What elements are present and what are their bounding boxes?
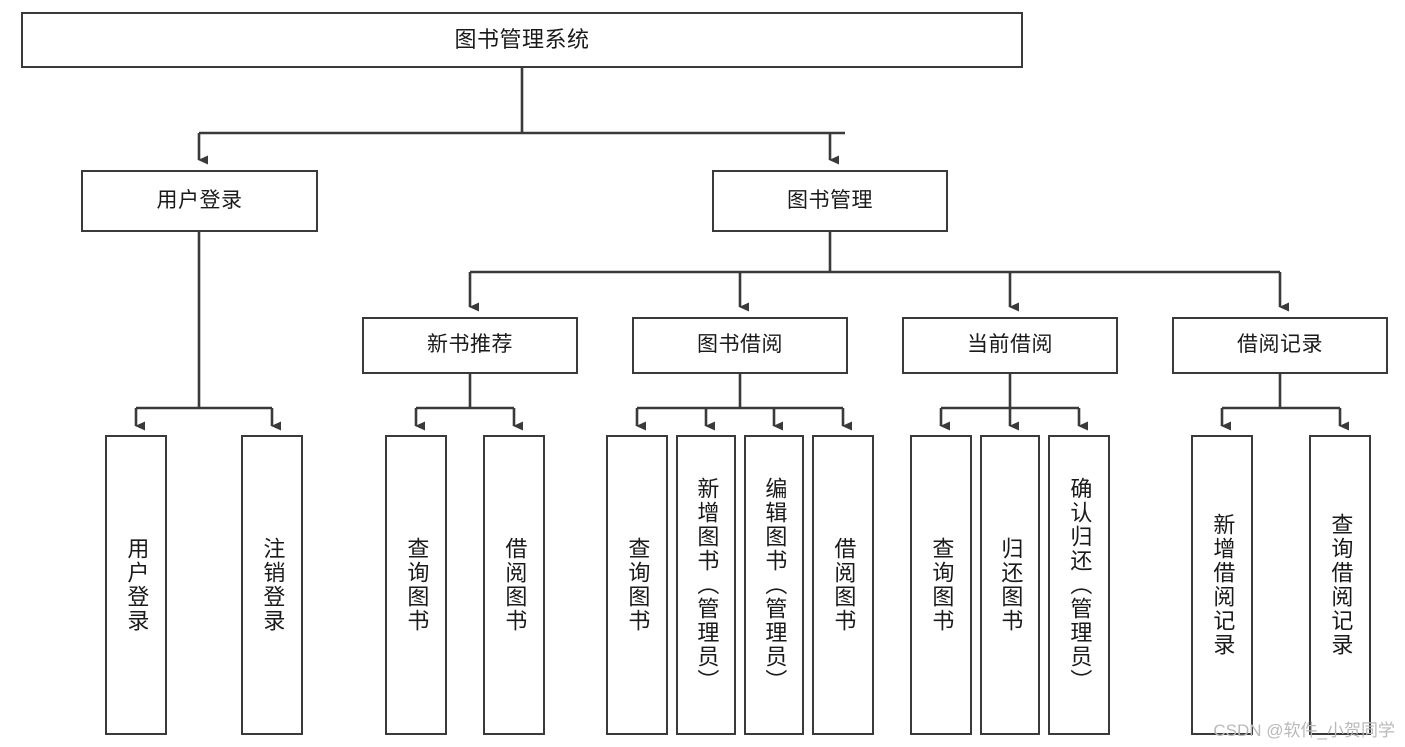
node-leaf-borrow-book-borrow[interactable]: 借阅图书 [812, 435, 874, 735]
node-label: 查询图书 [625, 537, 651, 633]
node-label: 归还图书 [998, 537, 1024, 633]
node-label: 借阅图书 [502, 537, 528, 633]
node-label: 编辑图书（管理员） [762, 477, 788, 693]
node-leaf-return-book[interactable]: 归还图书 [980, 435, 1040, 735]
node-borrow-record[interactable]: 借阅记录 [1172, 317, 1388, 374]
csdn-watermark: CSDN @软件_小贺同学 [1213, 721, 1395, 740]
node-leaf-query-book-recommend[interactable]: 查询图书 [385, 435, 447, 735]
node-label: 新书推荐 [427, 333, 513, 357]
node-current-borrow[interactable]: 当前借阅 [902, 317, 1118, 374]
node-label: 图书管理 [787, 188, 873, 212]
node-label: 图书借阅 [697, 333, 783, 357]
node-label: 图书管理系统 [454, 27, 590, 53]
node-leaf-query-book-borrow[interactable]: 查询图书 [606, 435, 668, 735]
node-root-book-management-system[interactable]: 图书管理系统 [21, 12, 1023, 68]
node-user-login[interactable]: 用户登录 [81, 170, 318, 232]
node-leaf-user-login[interactable]: 用户登录 [105, 435, 167, 735]
node-leaf-query-book-current[interactable]: 查询图书 [910, 435, 972, 735]
node-label: 用户登录 [156, 188, 243, 212]
node-label: 借阅图书 [831, 537, 857, 633]
node-label: 查询图书 [404, 537, 430, 633]
node-label: 确认归还（管理员） [1067, 477, 1093, 693]
node-label: 查询图书 [929, 537, 955, 633]
node-label: 用户登录 [124, 537, 150, 633]
node-label: 注销登录 [260, 537, 286, 633]
node-leaf-query-borrow-record[interactable]: 查询借阅记录 [1309, 435, 1371, 735]
node-label: 新增借阅记录 [1210, 513, 1236, 657]
node-leaf-logout-login[interactable]: 注销登录 [241, 435, 303, 735]
node-leaf-add-borrow-record[interactable]: 新增借阅记录 [1191, 435, 1253, 735]
node-book-management[interactable]: 图书管理 [712, 170, 948, 232]
node-leaf-borrow-book-recommend[interactable]: 借阅图书 [483, 435, 545, 735]
node-leaf-confirm-return-admin[interactable]: 确认归还（管理员） [1048, 435, 1110, 735]
node-new-book-recommend[interactable]: 新书推荐 [362, 317, 578, 374]
node-book-borrow[interactable]: 图书借阅 [632, 317, 848, 374]
node-leaf-add-book-admin[interactable]: 新增图书（管理员） [676, 435, 736, 735]
node-label: 查询借阅记录 [1328, 513, 1354, 657]
node-leaf-edit-book-admin[interactable]: 编辑图书（管理员） [744, 435, 804, 735]
node-label: 当前借阅 [967, 333, 1053, 357]
node-label: 新增图书（管理员） [694, 477, 720, 693]
node-label: 借阅记录 [1237, 333, 1323, 357]
